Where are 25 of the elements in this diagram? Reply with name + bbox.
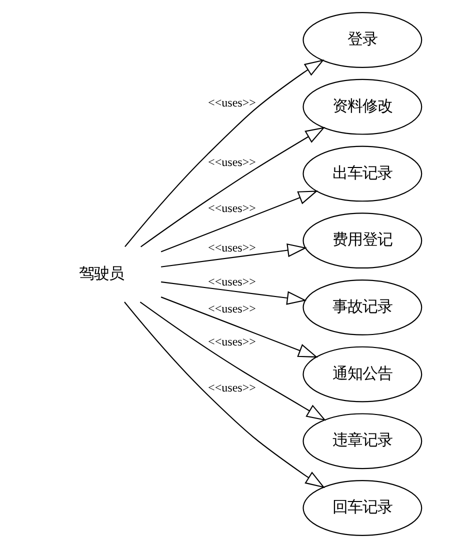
node-ellipse: 违章记录: [302, 413, 422, 470]
node-ellipse: 资料修改: [302, 78, 422, 135]
node-ellipse: 费用登记: [302, 212, 422, 269]
node-ellipse: 登录: [302, 12, 422, 68]
arrow: [140, 302, 326, 421]
arrow: [124, 60, 324, 248]
edge-label: <<uses>>: [208, 154, 256, 169]
arrow: [140, 126, 326, 248]
node-ellipse: 回车记录: [302, 480, 422, 536]
node-ellipse: 事故记录: [302, 279, 422, 336]
edge-label: <<uses>>: [208, 96, 256, 110]
edge-label: <<uses>>: [208, 380, 256, 395]
edge-label: <<uses>>: [208, 302, 256, 316]
node-text: 驾驶员: [79, 264, 124, 283]
node-ellipse: 通知公告: [302, 346, 422, 402]
arrow: [160, 281, 307, 305]
arrow: [160, 190, 318, 252]
arrow: [160, 243, 308, 268]
arrow: [124, 302, 325, 488]
edge-label: <<uses>>: [208, 274, 256, 288]
edge-label: <<uses>>: [208, 240, 256, 254]
edge-label: <<uses>>: [208, 334, 256, 349]
node-ellipse: 出车记录: [302, 146, 422, 202]
arrow: [160, 296, 318, 358]
edge-label: <<uses>>: [208, 200, 256, 215]
